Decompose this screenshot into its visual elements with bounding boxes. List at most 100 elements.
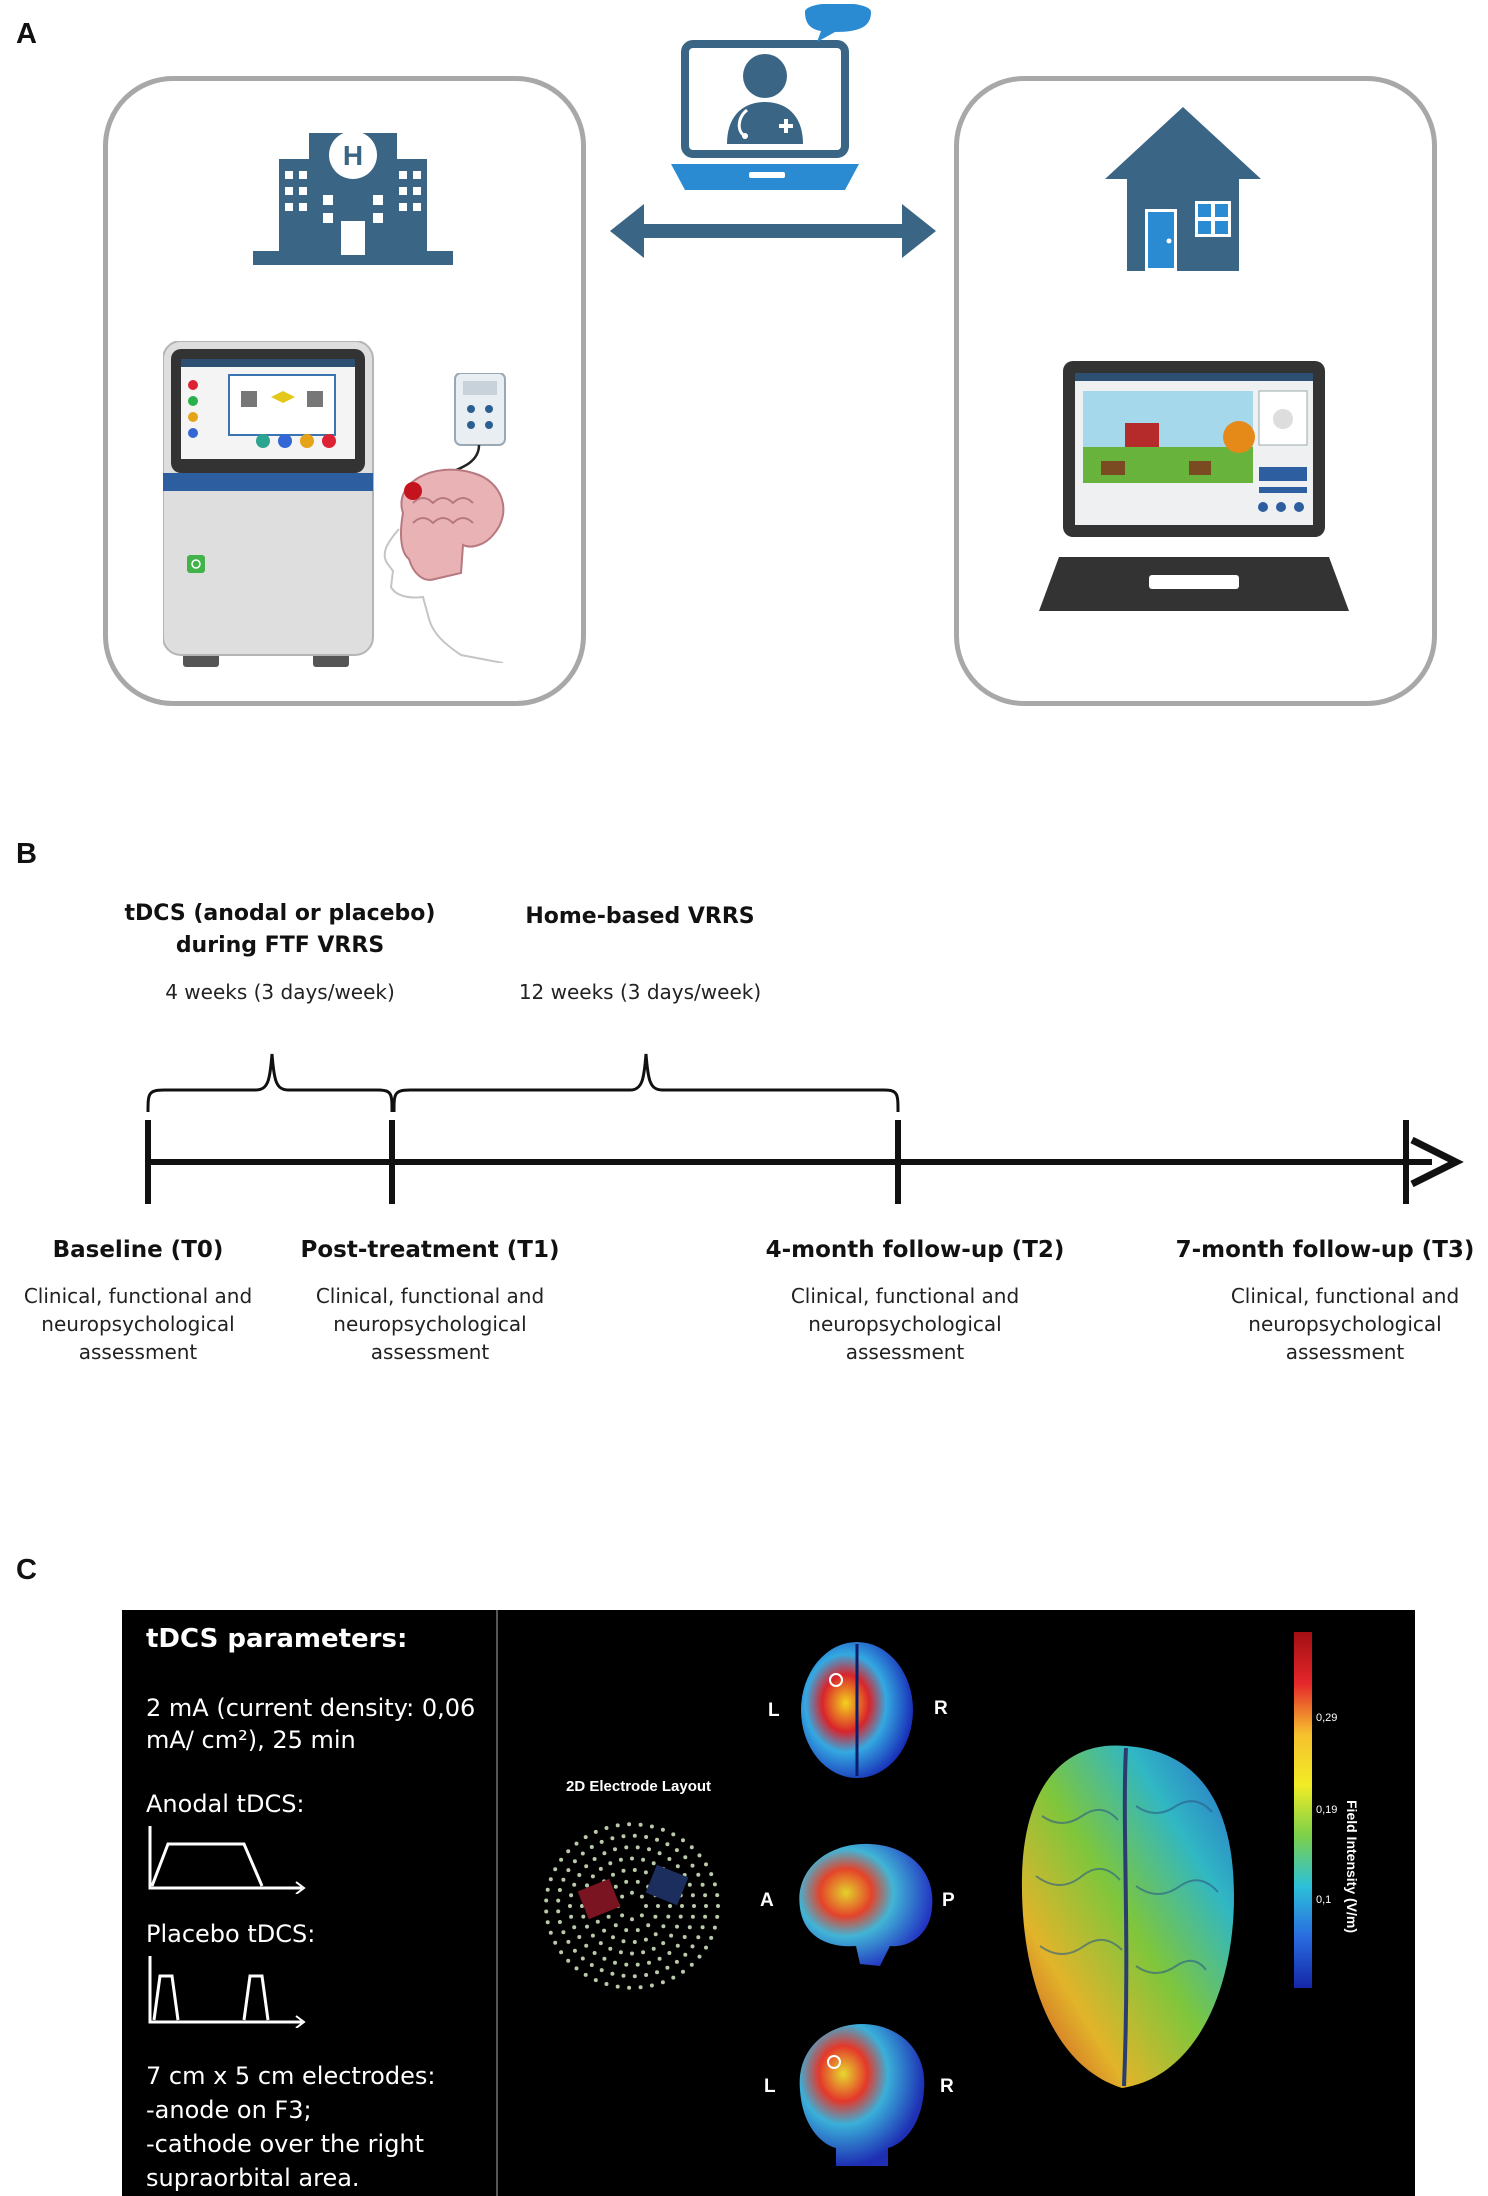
current-line-1: 2 mA (current density: 0,06 (146, 1694, 476, 1722)
electrode-dot (657, 1956, 662, 1961)
electrode-dot (646, 1923, 651, 1928)
electrode-dot (545, 1920, 550, 1925)
electrode-dot (566, 1868, 571, 1873)
tdcs-stimulator-icon (383, 373, 506, 663)
electrode-dot (577, 1935, 582, 1939)
electrode-dot (574, 1966, 579, 1971)
electrode-dot (639, 1913, 644, 1918)
electrode-dot (544, 1898, 549, 1903)
params-title: tDCS parameters: (146, 1624, 408, 1654)
electrode-dot (655, 1970, 659, 1975)
coronal-right-label: R (940, 2076, 954, 2097)
electrode-dot (712, 1882, 717, 1887)
electrode-dot (621, 1939, 626, 1944)
electrode-dot (632, 1868, 637, 1872)
brain-sagittal-slice (799, 1843, 933, 1966)
electrode-dot (690, 1914, 695, 1919)
electrode-dot (598, 1941, 603, 1946)
t2-desc-1: Clinical, functional and (790, 1284, 1020, 1308)
hospital-icon: H (253, 131, 453, 265)
colorbar-label: Field Intensity (V/m) (1344, 1800, 1360, 1934)
double-arrow-icon (610, 204, 936, 258)
electrode-dot (655, 1837, 659, 1842)
electrode-dot (584, 1943, 589, 1948)
electrode-dot (611, 1935, 615, 1940)
t1-desc-2: neuropsychological (333, 1312, 527, 1336)
electrode-dot (665, 1965, 670, 1970)
electrode-dot (709, 1935, 714, 1940)
electrode-dot (643, 1870, 648, 1875)
electrode-dot (651, 1861, 656, 1866)
electrode-dot (630, 1890, 634, 1895)
anodal-waveform-icon (148, 1826, 306, 1894)
electrode-dot (583, 1972, 588, 1977)
electrode-dot (561, 1930, 566, 1935)
electrode-dot (704, 1904, 708, 1908)
electrode-dot (681, 1969, 685, 1974)
electrode-dot (604, 1982, 609, 1986)
electrode-dot (592, 1951, 597, 1955)
electrode-dot (704, 1945, 708, 1950)
electrode-dot (580, 1851, 585, 1856)
electrode-dot (620, 1913, 625, 1918)
electrode-dot (651, 1946, 656, 1951)
electrode-dot (598, 1866, 603, 1871)
electrode-dot (649, 1824, 654, 1829)
electrode-dot (593, 1978, 598, 1983)
home-laptop-icon (1039, 361, 1349, 611)
t3-desc-3: assessment (1285, 1340, 1405, 1364)
electrode-dot (585, 1883, 589, 1888)
t2-title: 4-month follow-up (T2) (765, 1237, 1065, 1263)
electrode-dot (644, 1973, 649, 1977)
electrode-dot (682, 1935, 687, 1939)
t3-desc-1: Clinical, functional and (1230, 1284, 1460, 1308)
electrode-dot (613, 1923, 618, 1928)
colorbar-tick-2: 0,19 (1316, 1804, 1338, 1816)
electrode-dot (544, 1909, 549, 1914)
electrode-dot (689, 1845, 694, 1850)
electrode-dot (666, 1914, 671, 1919)
electrode-dot (561, 1877, 566, 1882)
electrode-dot (621, 1868, 626, 1873)
electrode-dot (580, 1904, 584, 1908)
electrode-dot (635, 1845, 640, 1850)
electrodes-line-3: -cathode over the right (146, 2130, 425, 2158)
electrode-dot (697, 1954, 702, 1959)
t3-desc-2: neuropsychological (1248, 1312, 1442, 1336)
phase-1-brace (146, 1053, 394, 1113)
electrode-dot (704, 1862, 708, 1867)
electrode-dot (621, 1834, 626, 1839)
timeline (145, 1053, 1464, 1204)
panel-c-label: C (16, 1554, 37, 1586)
phase-2-title: Home-based VRRS (525, 904, 755, 929)
electrode-dot (644, 1904, 648, 1908)
panel-c-figure: tDCS parameters: 2 mA (current density: … (122, 1610, 1415, 2196)
electrodes-line-4: supraorbital area. (146, 2164, 360, 2192)
electrode-dot (674, 1848, 679, 1853)
electrode-dot (644, 1835, 649, 1839)
phase-1-duration: 4 weeks (3 days/week) (165, 980, 395, 1004)
electrode-dot (590, 1874, 595, 1879)
electrode-dot (635, 1962, 640, 1967)
house-icon (1105, 107, 1261, 271)
electrode-dot (674, 1959, 679, 1964)
electrode-dot (590, 1933, 595, 1938)
electrode-dot (703, 1914, 708, 1919)
electrode-dot (624, 1845, 629, 1850)
electrode-dot (715, 1893, 720, 1898)
electrode-dot (647, 1960, 651, 1965)
electrode-dot (665, 1842, 670, 1847)
t2-desc-3: assessment (845, 1340, 965, 1364)
brain-coronal-slice (799, 2024, 925, 2166)
brain-axial-slice (801, 1642, 913, 1778)
electrode-dot (653, 1932, 658, 1937)
electrode-dot (700, 1882, 705, 1887)
electrode-dot (553, 1940, 558, 1945)
electrode-dot (572, 1882, 577, 1887)
electrode-dot (692, 1904, 696, 1908)
electrode-dot (608, 1946, 613, 1951)
electrode-dot (621, 1973, 626, 1978)
placebo-waveform-icon (148, 1956, 306, 2028)
current-line-2: mA/ cm²), 25 min (146, 1726, 356, 1754)
electrode-dot (687, 1882, 692, 1887)
